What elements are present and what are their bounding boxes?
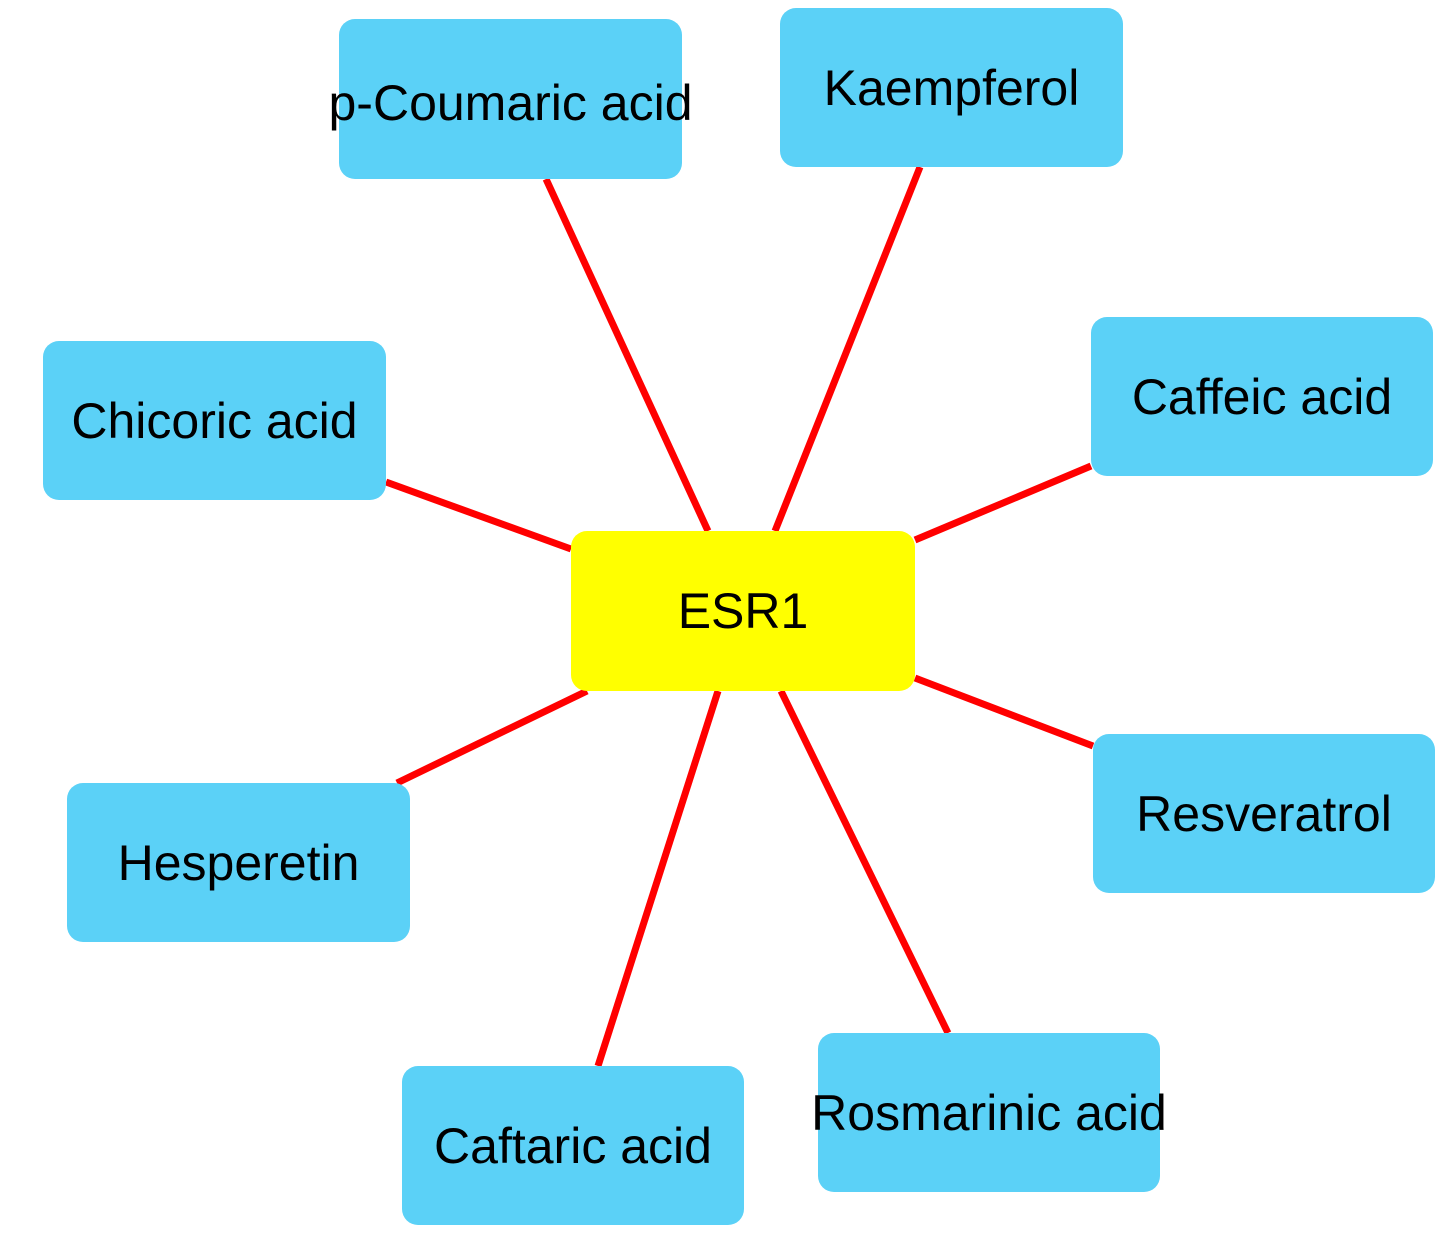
hub-node-esr1: ESR1 bbox=[571, 531, 915, 691]
node-kaempferol: Kaempferol bbox=[780, 8, 1123, 167]
node-p-coumaric-acid: p-Coumaric acid bbox=[329, 19, 693, 179]
edge-esr1-caffeic-acid bbox=[913, 462, 1093, 544]
node-resveratrol: Resveratrol bbox=[1093, 734, 1435, 893]
node-hesperetin: Hesperetin bbox=[67, 783, 410, 942]
hub-node-label: ESR1 bbox=[677, 583, 809, 639]
node-rosmarinic-acid: Rosmarinic acid bbox=[811, 1033, 1167, 1192]
edge-esr1-chicoric-acid bbox=[384, 478, 573, 553]
node-label: Caftaric acid bbox=[434, 1117, 712, 1174]
node-label: Chicoric acid bbox=[71, 392, 358, 449]
node-label: Hesperetin bbox=[117, 834, 360, 891]
node-label: Resveratrol bbox=[1136, 785, 1392, 842]
node-caffeic-acid: Caffeic acid bbox=[1091, 317, 1433, 476]
node-caftaric-acid: Caftaric acid bbox=[402, 1066, 744, 1225]
node-chicoric-acid: Chicoric acid bbox=[43, 341, 386, 500]
edge-esr1-hesperetin bbox=[395, 687, 589, 787]
node-label: Caffeic acid bbox=[1131, 368, 1393, 425]
node-label: p-Coumaric acid bbox=[328, 75, 693, 131]
edge-esr1-kaempferol bbox=[771, 165, 924, 533]
node-label: Rosmarinic acid bbox=[811, 1084, 1167, 1141]
edge-esr1-resveratrol bbox=[913, 674, 1095, 750]
edge-esr1-caftaric-acid bbox=[594, 689, 722, 1068]
edge-esr1-rosmarinic-acid bbox=[777, 689, 952, 1035]
edge-esr1-p-coumaric-acid bbox=[542, 177, 712, 533]
node-label: Kaempferol bbox=[823, 59, 1080, 116]
